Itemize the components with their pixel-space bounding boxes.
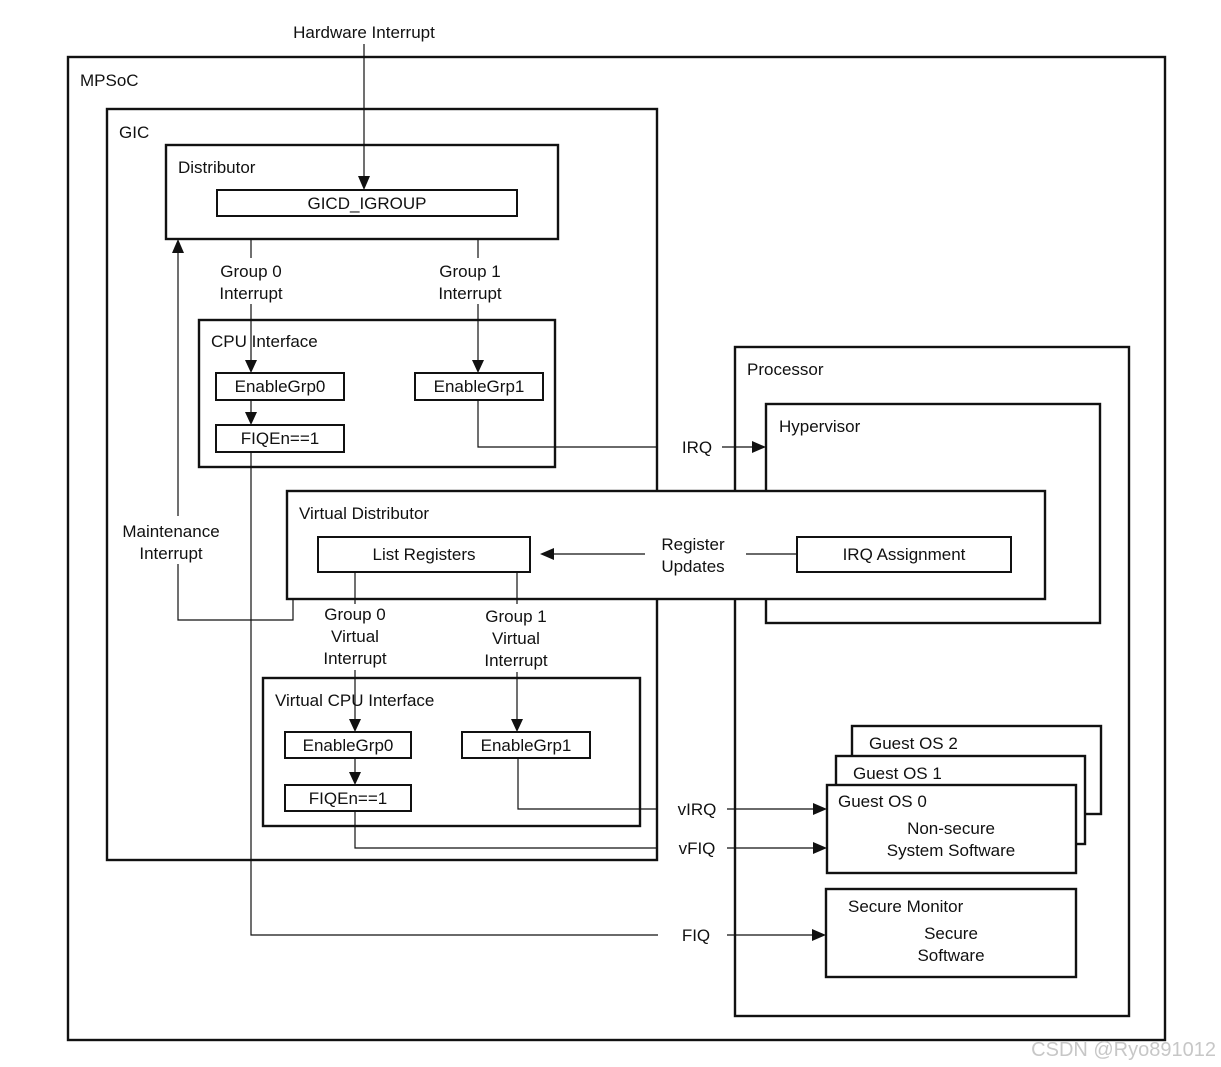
cpu-grp0-to-fiqen-arrowhead xyxy=(245,412,257,425)
list-registers-box xyxy=(317,536,531,573)
vgroup1-arrowhead xyxy=(511,719,523,732)
group1-arrowhead xyxy=(472,360,484,373)
group1-interrupt-line2: Interrupt xyxy=(438,284,502,303)
gicd-igroup-register xyxy=(216,189,518,217)
cpu-fiqen-label: FIQEn==1 xyxy=(241,429,319,448)
vgroup0-line2: Virtual xyxy=(331,627,379,646)
cpu-fiqen xyxy=(215,424,345,453)
maintenance-interrupt-line2: Interrupt xyxy=(139,544,203,563)
vcpu-enablegrp0-label: EnableGrp0 xyxy=(303,736,394,755)
vcpu-fiqen xyxy=(284,784,412,812)
fiq-label: FIQ xyxy=(682,926,710,945)
secure-software-line2: Software xyxy=(917,946,984,965)
watermark: CSDN @Ryo891012 xyxy=(1031,1039,1216,1061)
guest-os-0-label: Guest OS 0 xyxy=(838,792,927,811)
register-updates-arrowhead xyxy=(540,548,554,560)
vgroup0-line3: Interrupt xyxy=(323,649,387,668)
irq-wire-1 xyxy=(477,400,658,448)
cpu-interface-label: CPU Interface xyxy=(211,332,318,351)
register-updates-line2: Updates xyxy=(661,557,724,576)
vcpu-grp0-to-fiqen-arrowhead xyxy=(349,772,361,785)
gic-label: GIC xyxy=(119,123,149,142)
guest-os-2-label: Guest OS 2 xyxy=(869,734,958,753)
vfiq-arrowhead xyxy=(813,842,827,854)
distributor-label: Distributor xyxy=(178,158,256,177)
hardware-interrupt-label: Hardware Interrupt xyxy=(293,23,435,42)
hypervisor-label: Hypervisor xyxy=(779,417,861,436)
virq-arrowhead xyxy=(813,803,827,815)
maintenance-interrupt-line1: Maintenance xyxy=(122,522,219,541)
maintenance-wire xyxy=(177,564,294,621)
group0-interrupt-line1: Group 0 xyxy=(220,262,281,281)
group0-interrupt-line2: Interrupt xyxy=(219,284,283,303)
nonsecure-line1: Non-secure xyxy=(907,819,995,838)
vgroup0-arrowhead xyxy=(349,719,361,732)
secure-monitor-box xyxy=(824,887,1078,979)
vgroup1-line3: Interrupt xyxy=(484,651,548,670)
vcpu-enablegrp1 xyxy=(461,731,591,759)
cpu-enablegrp1-label: EnableGrp1 xyxy=(434,377,525,396)
virtual-distributor-label: Virtual Distributor xyxy=(299,504,429,523)
register-updates-line1: Register xyxy=(661,535,725,554)
vgroup1-line2: Virtual xyxy=(492,629,540,648)
hardware-interrupt-arrowhead xyxy=(358,176,370,190)
secure-monitor-label: Secure Monitor xyxy=(848,897,964,916)
vcpu-fiqen-label: FIQEn==1 xyxy=(309,789,387,808)
vgroup1-line1: Group 1 xyxy=(485,607,546,626)
vcpu-enablegrp1-label: EnableGrp1 xyxy=(481,736,572,755)
vgroup0-line1: Group 0 xyxy=(324,605,385,624)
guest-os-0-box xyxy=(825,783,1078,875)
secure-software-line1: Secure xyxy=(924,924,978,943)
irq-assignment-label: IRQ Assignment xyxy=(843,545,966,564)
irq-arrowhead xyxy=(752,441,766,453)
group0-arrowhead xyxy=(245,360,257,373)
cpu-enablegrp1 xyxy=(414,372,544,401)
virq-label: vIRQ xyxy=(678,800,717,819)
virq-wire-1 xyxy=(517,758,658,810)
vfiq-label: vFIQ xyxy=(679,839,716,858)
cpu-enablegrp0-label: EnableGrp0 xyxy=(235,377,326,396)
mpsoc-label: MPSoC xyxy=(80,71,139,90)
cpu-enablegrp0 xyxy=(215,372,345,401)
gicd-igroup-label: GICD_IGROUP xyxy=(307,194,426,213)
maintenance-arrowhead xyxy=(172,239,184,253)
guest-os-1-label: Guest OS 1 xyxy=(853,764,942,783)
vfiq-wire-1 xyxy=(354,811,658,849)
group1-interrupt-line1: Group 1 xyxy=(439,262,500,281)
irq-label: IRQ xyxy=(682,438,712,457)
list-registers-label: List Registers xyxy=(373,545,476,564)
nonsecure-line2: System Software xyxy=(887,841,1016,860)
fiq-wire-1 xyxy=(250,452,658,936)
processor-label: Processor xyxy=(747,360,824,379)
vcpu-enablegrp0 xyxy=(284,731,412,759)
fiq-arrowhead xyxy=(812,929,826,941)
